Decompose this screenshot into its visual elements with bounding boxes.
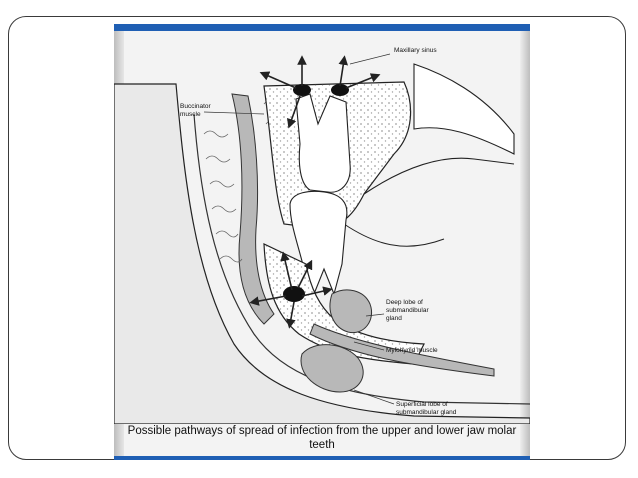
cheek-inner-layer <box>193 113 530 405</box>
lower-infection-focus <box>283 286 305 302</box>
upper-molar-tooth <box>295 93 351 193</box>
mylohyoid-muscle-shape <box>309 323 495 377</box>
maxillary-sinus <box>413 63 515 155</box>
palate-line <box>363 157 515 195</box>
buccinator-muscle-shape <box>231 93 275 325</box>
label-deep-lobe-line1: Deep lobe of <box>386 299 423 306</box>
superficial-lobe-gland <box>300 344 364 393</box>
figure-caption: Possible pathways of spread of infection… <box>114 424 530 456</box>
spread-arrows <box>249 55 381 329</box>
cheek-outer-wall <box>114 83 530 424</box>
label-maxillary-sinus: Maxillary sinus <box>394 47 437 54</box>
caption-line-2: teeth <box>309 439 335 451</box>
figure-bottom-accent-bar <box>114 456 530 460</box>
label-deep-lobe-line3: gland <box>386 315 402 322</box>
figure-top-accent-bar <box>114 24 530 31</box>
deep-lobe-gland <box>329 289 372 334</box>
figure-panel: Maxillary sinus Buccinator muscle Deep l… <box>114 24 530 460</box>
label-deep-lobe-line2: submandibular <box>386 307 429 314</box>
caption-line-1: Possible pathways of spread of infection… <box>127 425 517 437</box>
figure-right-shadow <box>520 31 530 460</box>
upper-infection-focus-right <box>331 84 349 96</box>
leader-lines <box>203 53 395 405</box>
label-superficial-lobe-line1: Superficial lobe of <box>396 401 448 408</box>
label-buccinator-line1: Buccinator <box>180 103 212 110</box>
tongue-line <box>343 223 445 247</box>
label-superficial-lobe-line2: submandibular gland <box>396 409 457 416</box>
anatomy-drawing: Maxillary sinus Buccinator muscle Deep l… <box>114 47 530 424</box>
mandible-bone-dots <box>264 244 424 364</box>
upper-infection-focus-left <box>293 84 311 96</box>
label-mylohyoid: Mylohyoid muscle <box>386 347 438 354</box>
label-buccinator-line2: muscle <box>180 111 201 118</box>
